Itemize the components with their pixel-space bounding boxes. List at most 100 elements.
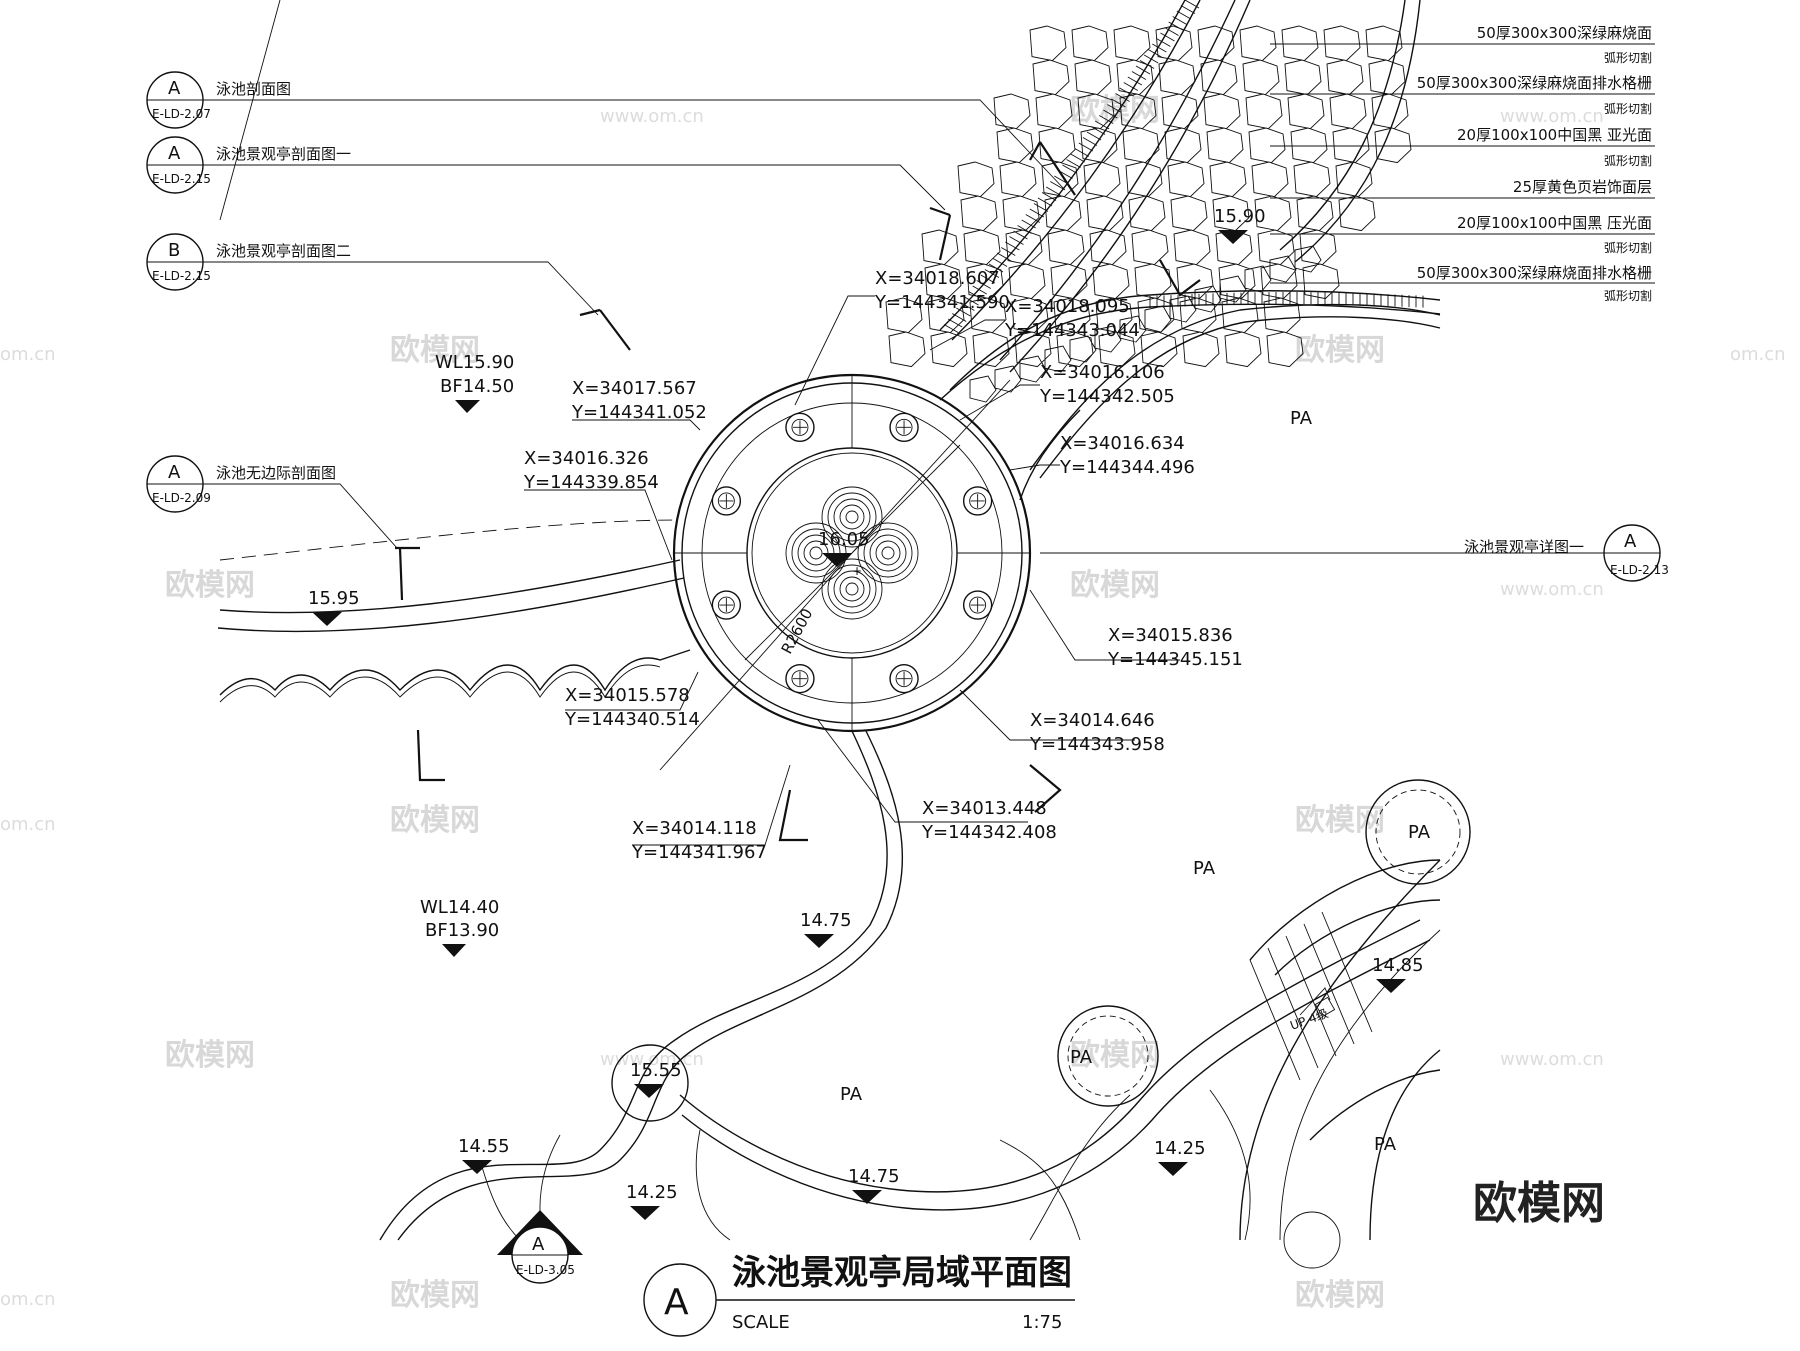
elevation-label: 15.95	[308, 588, 360, 609]
pavilion: +	[659, 373, 1032, 771]
elevation-triangle-icon	[1376, 979, 1406, 993]
elevation-mark: 15.90	[1214, 206, 1266, 244]
elevation-triangle-icon	[462, 1160, 492, 1174]
callout-leaders	[203, 99, 1066, 549]
elevation-label: 16.05	[818, 529, 870, 550]
coord-y: Y=144342.408	[921, 822, 1057, 843]
watermark-url: om.cn	[0, 344, 56, 365]
material-note: 20厚100x100中国黑 压光面	[1270, 214, 1655, 235]
elevation-mark: 14.25	[626, 1182, 678, 1220]
area-label: PA	[1290, 408, 1313, 429]
callout-letter: A	[168, 462, 181, 483]
watermark: 欧模网	[1295, 333, 1385, 368]
logo-watermark: 欧模网	[1473, 1178, 1605, 1229]
bottom-floor-label: BF14.50	[440, 376, 514, 397]
coord-y: Y=144343.044	[1004, 320, 1140, 341]
elevation-mark: 16.05	[818, 529, 870, 567]
elevation-triangle-icon	[630, 1206, 660, 1220]
material-note: 弧形切割	[1604, 153, 1652, 168]
elevation-label: 14.85	[1372, 955, 1424, 976]
garden-paths	[379, 730, 1471, 1269]
elevation-mark: 14.75	[848, 1166, 900, 1204]
watermark-layer: 欧模网 欧模网 欧模网 欧模网 欧模网 欧模网 欧模网 欧模网 欧模网 欧模网 …	[0, 93, 1786, 1313]
watermark: 欧模网	[390, 1278, 480, 1313]
column-icon	[711, 486, 742, 516]
section-callout: A E-LD-2.15 泳池景观亭剖面图一	[146, 136, 351, 194]
coord-x: X=34018.095	[1005, 296, 1130, 317]
material-note: 弧形切割	[1604, 50, 1652, 65]
material-note-text: 50厚300x300深绿麻烧面	[1477, 24, 1652, 42]
coord-x: X=34014.118	[632, 818, 757, 839]
water-level-left-upper: WL15.90 BF14.50	[435, 352, 514, 413]
watermark: 欧模网	[165, 568, 255, 603]
watermark: 欧模网	[390, 333, 480, 368]
callout-label: 泳池景观亭详图一	[1464, 538, 1584, 556]
elevation-mark: 15.55	[630, 1060, 682, 1098]
water-level-label: WL14.40	[420, 897, 499, 918]
elevation-triangle-icon	[442, 944, 466, 957]
elevation-label: 14.55	[458, 1136, 510, 1157]
coord-y: Y=144341.967	[631, 842, 767, 863]
elevation-label: 15.90	[1214, 206, 1266, 227]
coord-x: X=34016.326	[524, 448, 649, 469]
elevation-label: 14.25	[626, 1182, 678, 1203]
callout-sheet: E-LD-2.15	[152, 269, 211, 283]
column-icon	[962, 590, 993, 620]
spiral-ornament-icon	[857, 522, 919, 584]
spiral-ornament-icon	[821, 486, 883, 548]
column-icon	[711, 590, 742, 620]
elevation-label: 14.75	[848, 1166, 900, 1187]
elevation-marks: 15.90 15.95 16.05 14.75 15.55 14.55 14.25 14.75…	[308, 206, 1424, 1220]
area-labels: PA PA PA PA PA PA	[840, 408, 1431, 1155]
elevation-mark: 14.75	[800, 910, 852, 948]
elevation-label: 14.25	[1154, 1138, 1206, 1159]
coord-y: Y=144340.514	[564, 709, 700, 730]
coord-x: X=34016.634	[1060, 433, 1185, 454]
watermark-url: www.om.cn	[1500, 579, 1604, 600]
material-note-text: 弧形切割	[1604, 240, 1652, 255]
material-note: 50厚300x300深绿麻烧面排水格栅	[1270, 264, 1655, 284]
callout-letter: A	[1624, 531, 1637, 552]
material-note: 50厚300x300深绿麻烧面排水格栅	[1270, 74, 1655, 95]
coord-y: Y=144344.496	[1059, 457, 1195, 478]
elevation-triangle-icon	[1158, 1162, 1188, 1176]
elevation-label: 14.75	[800, 910, 852, 931]
coord-x: X=34015.836	[1108, 625, 1233, 646]
callout-letter: A	[168, 78, 181, 99]
section-callouts: AE-LD-2.07泳池剖面图AE-LD-2.15泳池景观亭剖面图一BE-LD-…	[146, 71, 351, 513]
coord-x: X=34013.448	[922, 798, 1047, 819]
column-icon	[889, 663, 919, 694]
watermark-url: om.cn	[0, 814, 56, 835]
scale-label: SCALE	[732, 1312, 790, 1333]
bottom-callout: A E-LD-3.05	[497, 1210, 583, 1284]
coordinate-labels: X=34018.607Y=144341.590X=34018.095Y=1443…	[523, 268, 1243, 863]
area-label: PA	[1193, 858, 1216, 879]
callout-sheet: E-LD-3.05	[516, 1263, 575, 1277]
material-note-text: 25厚黄色页岩饰面层	[1513, 178, 1652, 196]
material-note-text: 50厚300x300深绿麻烧面排水格栅	[1417, 74, 1652, 92]
elevation-triangle-icon	[804, 934, 834, 948]
callout-letter: A	[168, 143, 181, 164]
elevation-triangle-icon	[312, 612, 342, 626]
coordinate-leaders	[524, 295, 1640, 846]
coord-y: Y=144341.052	[571, 402, 707, 423]
material-note: 弧形切割	[1604, 288, 1652, 303]
material-note: 20厚100x100中国黑 亚光面	[1270, 126, 1655, 147]
material-note-text: 弧形切割	[1604, 288, 1652, 303]
coord-y: Y=144339.854	[523, 472, 659, 493]
material-note: 弧形切割	[1604, 101, 1652, 116]
callout-sheet: E-LD-2.15	[152, 172, 211, 186]
callout-label: 泳池景观亭剖面图一	[216, 145, 351, 163]
watermark: 欧模网	[1295, 803, 1385, 838]
material-note-text: 20厚100x100中国黑 亚光面	[1457, 126, 1652, 144]
material-note: 25厚黄色页岩饰面层	[1270, 178, 1655, 199]
coord-y: Y=144341.590	[874, 292, 1010, 313]
